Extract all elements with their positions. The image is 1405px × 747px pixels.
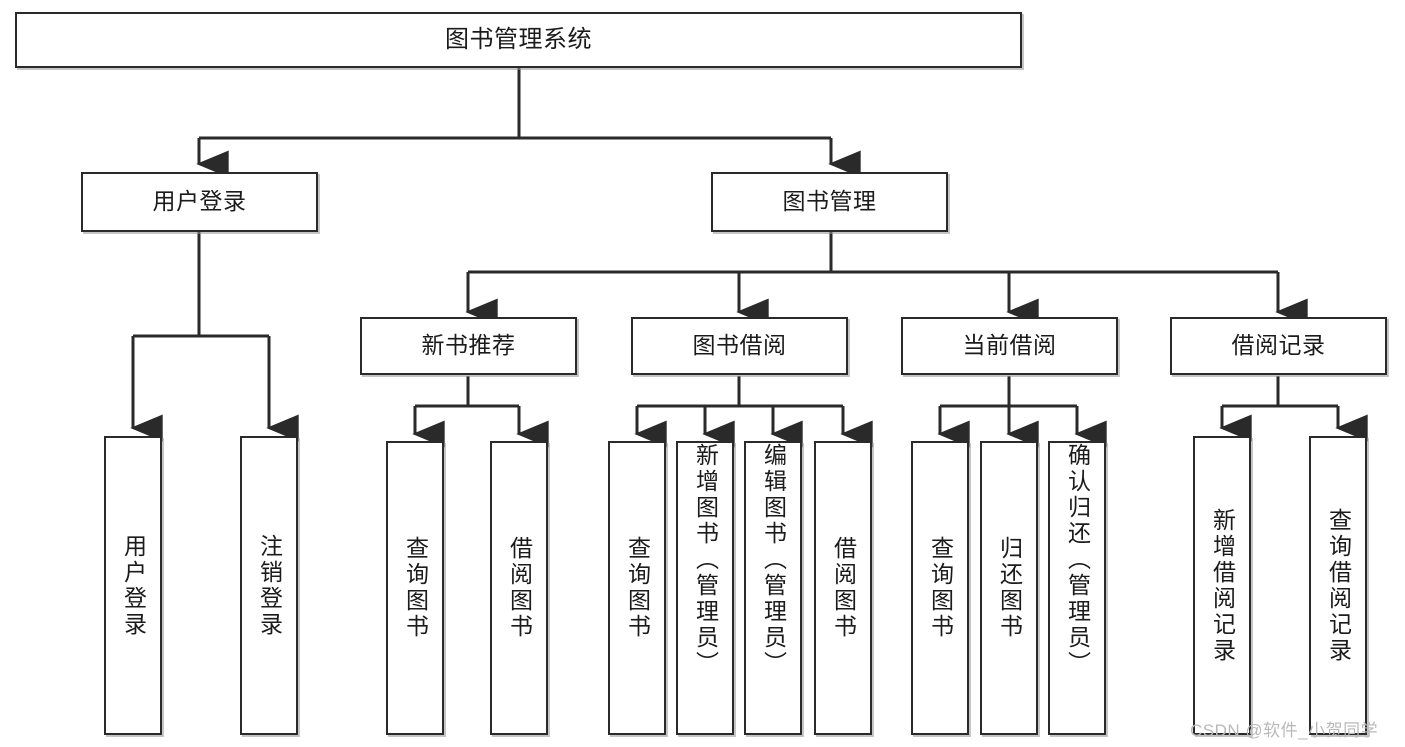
node-leaf-confirm-return[interactable]: 确认归还（管理员）: [1048, 441, 1106, 735]
node-leaf-add-book[interactable]: 新增图书（管理员）: [676, 441, 734, 735]
node-leaf-query-book-borrow-label: 查询图书: [624, 536, 651, 640]
node-leaf-logout-login-label: 注销登录: [256, 533, 283, 638]
node-leaf-add-record[interactable]: 新增借阅记录: [1193, 436, 1251, 735]
node-leaf-logout-login[interactable]: 注销登录: [240, 436, 298, 735]
node-book-borrow[interactable]: 图书借阅: [631, 317, 848, 375]
node-user-login-label: 用户登录: [152, 188, 247, 215]
csdn-watermark: CSDN @软件_小贺同学: [1190, 721, 1379, 740]
node-leaf-user-login[interactable]: 用户登录: [104, 436, 162, 735]
node-leaf-return-book-label: 归还图书: [996, 536, 1023, 640]
node-book-manage-label: 图书管理: [782, 188, 877, 215]
node-leaf-return-book[interactable]: 归还图书: [980, 441, 1038, 735]
node-leaf-edit-book[interactable]: 编辑图书（管理员）: [744, 441, 802, 735]
node-borrow-record-label: 借阅记录: [1231, 332, 1326, 359]
node-leaf-query-book-rec-label: 查询图书: [402, 536, 429, 640]
node-root[interactable]: 图书管理系统: [15, 12, 1022, 68]
node-book-borrow-label: 图书借阅: [692, 332, 787, 359]
node-leaf-query-book-borrow[interactable]: 查询图书: [608, 441, 666, 735]
node-root-label: 图书管理系统: [445, 25, 592, 53]
node-leaf-borrow-book-rec[interactable]: 借阅图书: [490, 441, 548, 735]
node-borrow-record[interactable]: 借阅记录: [1170, 317, 1387, 375]
node-leaf-query-book-current-label: 查询图书: [927, 536, 954, 640]
node-leaf-confirm-return-label: 确认归还（管理员）: [1064, 443, 1091, 677]
node-leaf-query-record-label: 查询借阅记录: [1325, 507, 1352, 664]
node-leaf-query-book-rec[interactable]: 查询图书: [386, 441, 444, 735]
node-book-manage[interactable]: 图书管理: [711, 172, 948, 232]
node-current-borrow-label: 当前借阅: [962, 332, 1057, 359]
node-leaf-borrow-book[interactable]: 借阅图书: [814, 441, 872, 735]
node-leaf-borrow-book-rec-label: 借阅图书: [506, 536, 533, 640]
node-leaf-add-book-label: 新增图书（管理员）: [692, 443, 719, 677]
node-leaf-borrow-book-label: 借阅图书: [830, 536, 857, 640]
node-leaf-query-book-current[interactable]: 查询图书: [911, 441, 969, 735]
node-current-borrow[interactable]: 当前借阅: [901, 317, 1118, 375]
node-leaf-edit-book-label: 编辑图书（管理员）: [760, 443, 787, 677]
node-user-login[interactable]: 用户登录: [81, 172, 318, 232]
node-new-book-recommend-label: 新书推荐: [421, 332, 516, 359]
node-leaf-add-record-label: 新增借阅记录: [1209, 507, 1236, 664]
node-new-book-recommend[interactable]: 新书推荐: [360, 317, 577, 375]
node-leaf-query-record[interactable]: 查询借阅记录: [1309, 436, 1367, 735]
node-leaf-user-login-label: 用户登录: [120, 533, 147, 638]
